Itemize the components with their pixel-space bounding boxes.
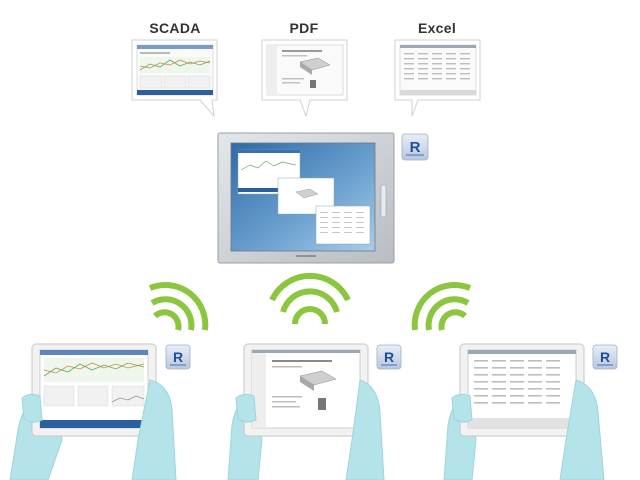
excel-callout <box>394 39 481 117</box>
svg-text:R: R <box>410 139 421 156</box>
svg-text:R: R <box>384 349 394 365</box>
app-logo-icon: R <box>401 133 429 161</box>
label-pdf: PDF <box>289 20 319 36</box>
label-scada: SCADA <box>149 20 201 36</box>
wifi-icon-right <box>411 281 472 331</box>
app-logo-icon-right: R <box>592 344 618 370</box>
tablet-pdf <box>227 343 385 480</box>
app-logo-icon-center: R <box>376 344 402 370</box>
wifi-icon-center <box>269 272 351 325</box>
tablet-excel <box>443 343 605 480</box>
svg-text:R: R <box>600 349 610 365</box>
label-excel: Excel <box>417 20 457 36</box>
tablet-scada <box>9 343 177 480</box>
pdf-callout <box>261 39 348 118</box>
hmi-panel <box>217 132 395 264</box>
scada-callout <box>131 39 218 118</box>
svg-text:R: R <box>173 349 183 365</box>
wifi-icon-left <box>148 281 209 331</box>
app-logo-icon-left: R <box>165 344 191 370</box>
